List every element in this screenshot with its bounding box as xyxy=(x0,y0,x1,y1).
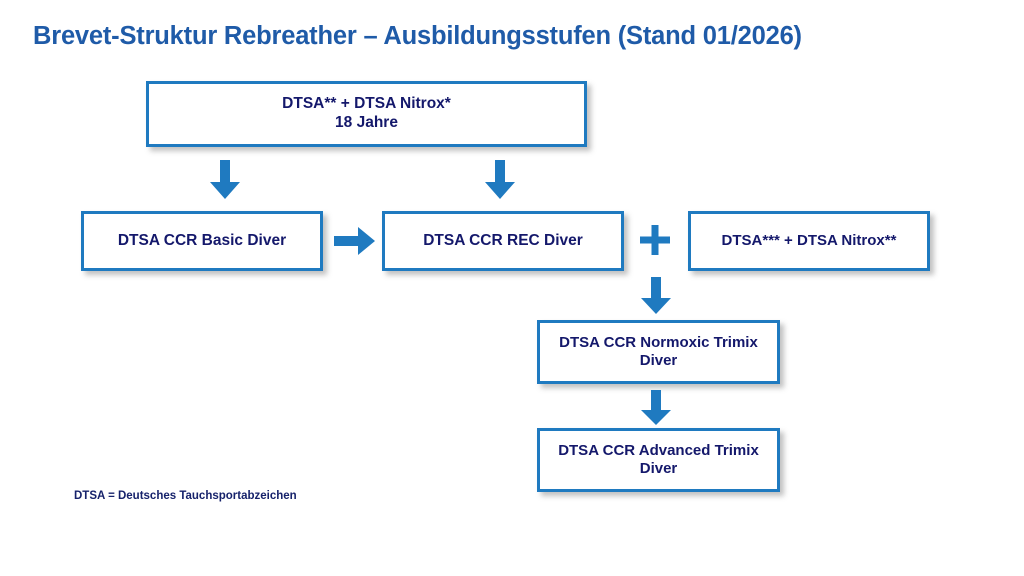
node-line-1: DTSA** + DTSA Nitrox* xyxy=(282,95,451,113)
node-dtsa3-nitrox2[interactable]: DTSA*** + DTSA Nitrox** xyxy=(688,211,930,271)
node-ccr-normoxic-trimix-diver[interactable]: DTSA CCR Normoxic Trimix Diver xyxy=(537,320,780,384)
arrow-down-icon xyxy=(484,160,516,200)
node-ccr-rec-diver[interactable]: DTSA CCR REC Diver xyxy=(382,211,624,271)
node-line-2: Diver xyxy=(639,352,678,369)
arrow-down-icon xyxy=(209,160,241,200)
node-label: DTSA** + DTSA Nitrox* 18 Jahre xyxy=(155,95,578,133)
node-dtsa2-nitrox1[interactable]: DTSA** + DTSA Nitrox* 18 Jahre xyxy=(146,81,587,147)
plus-icon xyxy=(639,224,671,256)
node-ccr-basic-diver[interactable]: DTSA CCR Basic Diver xyxy=(81,211,323,271)
arrow-down-icon xyxy=(640,277,672,315)
node-line-2: 18 Jahre xyxy=(335,114,398,131)
node-ccr-advanced-trimix-diver[interactable]: DTSA CCR Advanced Trimix Diver xyxy=(537,428,780,492)
node-line-1: DTSA CCR Normoxic Trimix xyxy=(559,333,758,351)
arrow-right-icon xyxy=(334,226,376,256)
node-label: DTSA*** + DTSA Nitrox** xyxy=(721,231,897,249)
node-label: DTSA CCR Normoxic Trimix Diver xyxy=(546,334,771,371)
node-label: DTSA CCR Basic Diver xyxy=(117,231,287,249)
node-label: DTSA CCR REC Diver xyxy=(423,231,583,249)
legend-footnote: DTSA = Deutsches Tauchsportabzeichen xyxy=(74,490,297,502)
arrow-down-icon xyxy=(640,390,672,426)
node-line-2: Diver xyxy=(639,460,678,477)
node-line-1: DTSA CCR Advanced Trimix xyxy=(558,441,759,459)
node-label: DTSA CCR Advanced Trimix Diver xyxy=(546,442,771,479)
page-title: Brevet-Struktur Rebreather – Ausbildungs… xyxy=(33,22,802,50)
